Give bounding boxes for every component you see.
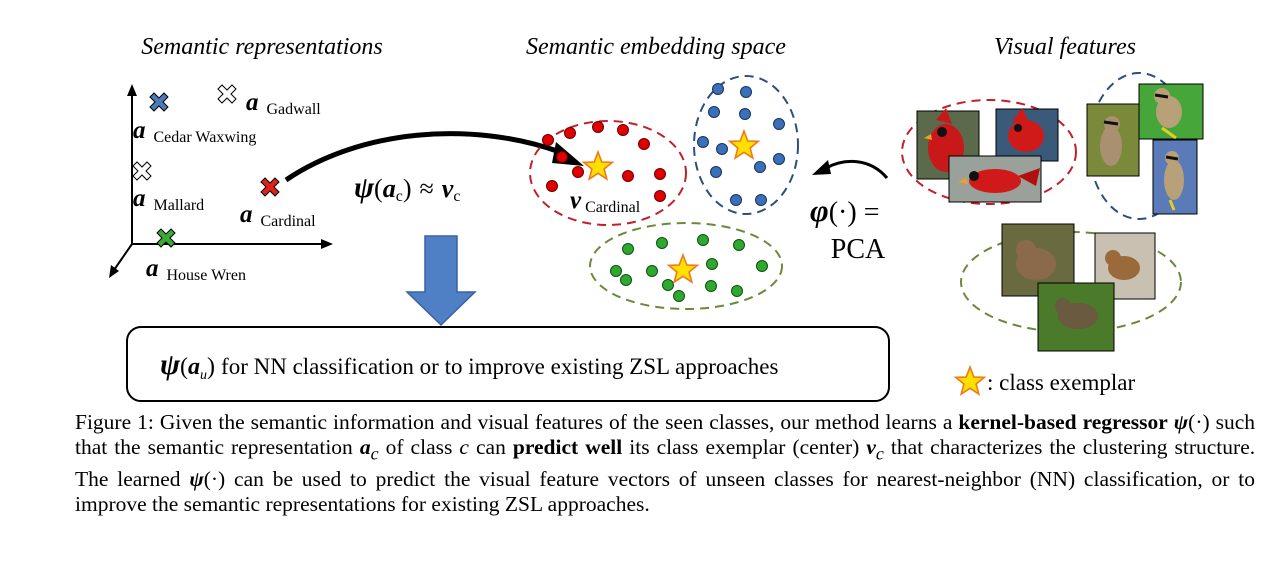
caption-psi: ψ [1173,410,1189,434]
house-wren-exemplar-star [667,254,699,283]
caption-dot: (·) [1188,410,1210,434]
caption-text: such that the semantic representation [75,410,1256,460]
cluster-point [546,180,558,192]
cluster-point [572,166,584,178]
figure-caption: Figure 1: Given the semantic information… [75,410,1255,517]
cluster-point [654,190,666,202]
caption-text: that characterizes the clustering struct… [75,435,1256,491]
visual-waxwing-cluster [1086,72,1204,220]
waxwing-photo [1152,139,1198,215]
cluster-point [638,138,650,150]
star-icon [954,366,986,395]
cardinal-photo [948,155,1042,203]
cedar-waxwing-marker [149,92,169,112]
heading-semantic-representations: Semantic representations [141,34,383,60]
cardinal-exemplar-star [582,151,614,180]
cluster-point [622,170,634,182]
cluster-point [542,134,554,146]
waxwing-photo [1138,83,1204,140]
waxwing-photo [1086,103,1140,177]
mallard-marker [132,161,152,181]
caption-text: can [476,435,506,460]
caption-a: a [359,435,371,460]
cedar-waxwing-exemplar-star [728,130,760,159]
phi-equation: φ(·) = [810,192,879,228]
caption-text: can be used to predict the visual featur… [75,466,1256,516]
caption-psi: ψ [189,466,204,491]
pca-label: PCA [831,234,886,265]
cluster-point [654,168,666,180]
caption-text: its class exemplar (center) [629,435,860,460]
caption-text: Given the semantic information and visua… [159,410,953,434]
mapping-arrow [284,131,584,183]
figure-diagram: Semantic representations Semantic embedd… [109,34,1204,402]
cluster-point [617,124,629,136]
caption-v: v [866,435,876,460]
house-wren-cluster [589,222,783,310]
caption-text: of class [385,435,453,460]
down-arrow [405,235,477,327]
cluster-point [556,151,568,163]
visual-cardinal-cluster [901,99,1077,205]
cardinal-marker [260,177,280,197]
cluster-point [592,121,604,133]
legend: : class exemplar [954,366,1136,395]
caption-var: c [459,435,469,460]
cluster-point [564,127,576,139]
nn-classification-box: ψ(au)for NN classification or to improve… [126,326,890,402]
caption-dot: (·) [203,466,226,491]
wren-photo [1037,282,1115,352]
pca-arrow [812,159,889,180]
legend-label: : class exemplar [987,370,1136,395]
cardinal-photo [995,108,1059,162]
heading-visual-features: Visual features [994,34,1136,60]
caption-bold: predict well [512,435,623,460]
visual-wren-cluster [960,223,1182,352]
psi-equation: ψ(ac)≈vc [354,171,460,205]
gadwall-marker [217,84,237,104]
nn-box-text: ψ(au)for NN classification or to improve… [160,348,778,383]
caption-label: Figure 1: [75,410,154,434]
caption-bold: kernel-based regressor [958,410,1168,434]
cardinal-photo [916,108,980,180]
caption-sub: c [370,443,379,464]
heading-semantic-embedding-space: Semantic embedding space [526,34,786,60]
cedar-waxwing-cluster [693,75,799,215]
caption-sub: c [875,443,884,464]
